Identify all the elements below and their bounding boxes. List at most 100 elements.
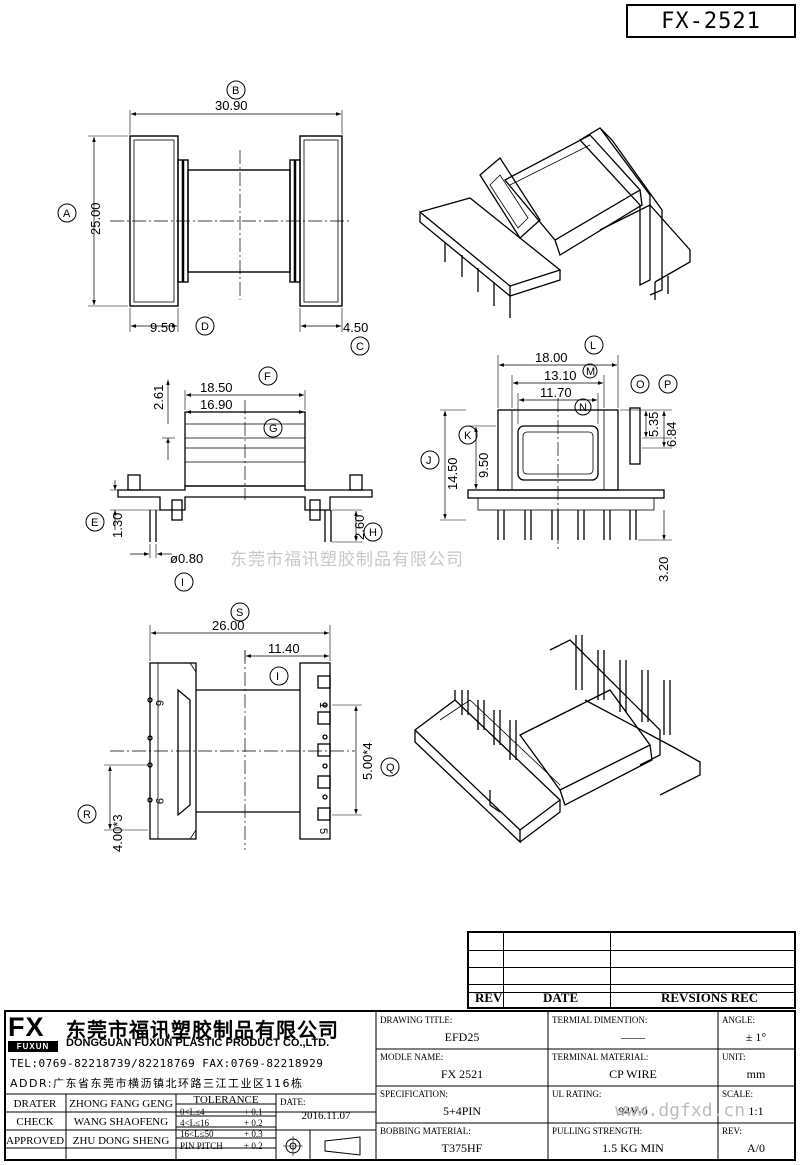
dim-bottom: 3.20 [656,557,671,582]
marker-a: A [63,208,71,220]
marker-m: M [586,366,595,378]
tolerance-value-2: + 0.3 [244,1129,263,1139]
angle-value: ± 1° [745,1030,767,1044]
terminal-material-value: CP WIRE [609,1067,657,1081]
dim-m: 13.10 [544,368,577,383]
marker-t: I [276,671,279,683]
pulling-strength-label: PULLING STRENGTH: [552,1126,643,1136]
terminal-dimention-value: —— [621,1030,645,1044]
rev-row-line [469,992,794,993]
dim-k: 9.50 [476,453,491,478]
tolerance-value-0: + 0.1 [244,1107,263,1117]
pin-label-5: 5 [317,828,329,834]
bobbing-material-label: BOBBING MATERIAL: [380,1126,471,1136]
part-number-box: FX-2521 [626,4,796,38]
dim-a: 25.00 [88,202,103,235]
marker-n: N [579,402,587,414]
front-view-labels: 18.50 16.90 2.61 1.30 ø0.80 2.60 F G E H… [91,371,377,589]
side-view-labels: 18.00 13.10 11.70 5.35 6.84 9.50 14.50 3… [426,340,679,582]
dim-o: 5.35 [646,412,661,437]
dim-n: 11.70 [540,385,572,400]
rev-row-line [469,967,794,968]
dim-b: 30.90 [215,98,248,113]
dim-c: 4.50 [343,320,368,335]
signoff-role-2: APPROVED [6,1135,65,1147]
dim-l: 18.00 [535,350,568,365]
unit-value: mm [746,1067,766,1081]
tolerance-range-2: 16<L≤50 [180,1129,214,1139]
dim-p: 6.84 [664,422,679,447]
rev-label: REV: [722,1126,742,1136]
ul-rating-value: 94V-0 [618,1104,648,1118]
signoff-name-2: ZHU DONG SHENG [72,1135,170,1147]
watermark-company: 东莞市福讯塑胶制品有限公司 [230,550,464,570]
tolerance-range-3: PIN PITCH [180,1141,223,1151]
signoff-name-1: WANG SHAOFENG [73,1116,169,1128]
specification-label: SPECIFICATION: [380,1089,449,1099]
part-number: FX-2521 [661,8,761,34]
side-view [420,335,678,550]
scale-value: 1:1 [748,1104,764,1118]
angle-label: ANGLE: [722,1015,755,1025]
rev-row-line [469,950,794,951]
marker-f: F [264,371,271,383]
pin-label-9: 9 [153,798,165,804]
company-addr: ADDR:广东省东莞市横沥镇北环路三江工业区116栋 [10,1077,304,1090]
model-name-value: FX 2521 [440,1067,484,1081]
drawing-title-value: EFD25 [444,1030,480,1044]
logo-text: FX [8,1012,45,1042]
marker-k: K [464,430,472,442]
technical-drawing: 30.90 25.00 9.50 4.50 B A D C [57,80,701,852]
revisions-rec-header: REVSIONS REC [661,990,759,1005]
unit-label: UNIT: [722,1052,746,1062]
marker-i: I [181,577,184,589]
isometric-view-top [418,127,691,318]
specification-value: 5+4PIN [442,1104,482,1118]
bobbing-material-value: T375HF [441,1141,483,1155]
bottom-view [77,602,400,850]
scale-label: SCALE: [722,1089,754,1099]
terminal-dimention-label: TERMIAL DIMENTION: [552,1015,648,1025]
tolerance-range-1: 4<L≤16 [180,1118,210,1128]
marker-c: C [356,341,364,353]
rev-col-line [610,933,611,1007]
marker-l: L [590,340,596,352]
marker-g: G [269,423,278,435]
title-block-grid [4,1012,796,1161]
marker-b: B [232,85,239,97]
tolerance-range-0: 0<L≤4 [180,1107,205,1117]
signoff-name-0: ZHONG FANG GENG [69,1098,173,1110]
marker-d: D [201,321,209,333]
dim-j: 14.50 [445,457,460,490]
dim-s: 26.00 [212,618,245,633]
marker-s: S [236,607,243,619]
tolerance-title: TOLERANCE [193,1094,259,1106]
signoff-role-0: DRATER [13,1098,57,1110]
model-name-label: MODLE NAME: [380,1052,444,1062]
dim-e: 1.30 [110,513,125,538]
signoff-role-1: CHECK [16,1116,54,1128]
company-tel: TEL:0769-82218739/82218769 FAX:0769-8221… [10,1057,324,1070]
dim-g: 16.90 [200,397,233,412]
rev-header: REV [475,990,503,1005]
dim-d: 9.50 [150,320,175,335]
top-view-labels: 30.90 25.00 9.50 4.50 B A D C [63,85,368,353]
tolerance-value-3: + 0.2 [244,1141,263,1151]
drawing-title-label: DRAWING TITLE: [380,1015,453,1025]
marker-r: R [83,809,91,821]
revision-table: REV DATE REVSIONS REC [467,931,796,1009]
marker-o: O [636,379,645,391]
company-logo: FX FUXUN [8,1012,58,1054]
rev-row-line [469,984,794,985]
logo-subtext: FUXUN [8,1041,58,1052]
top-view [57,80,370,356]
terminal-material-label: TERMINAL MATERIAL: [552,1052,649,1062]
dim-t: 11.40 [268,641,300,656]
dim-h: 2.60 [352,515,367,540]
marker-j: J [426,455,432,467]
pin-label-1: 1 [317,702,329,708]
date-header: DATE [543,990,579,1005]
dim-i: ø0.80 [170,551,203,566]
isometric-view-bottom [413,635,701,844]
